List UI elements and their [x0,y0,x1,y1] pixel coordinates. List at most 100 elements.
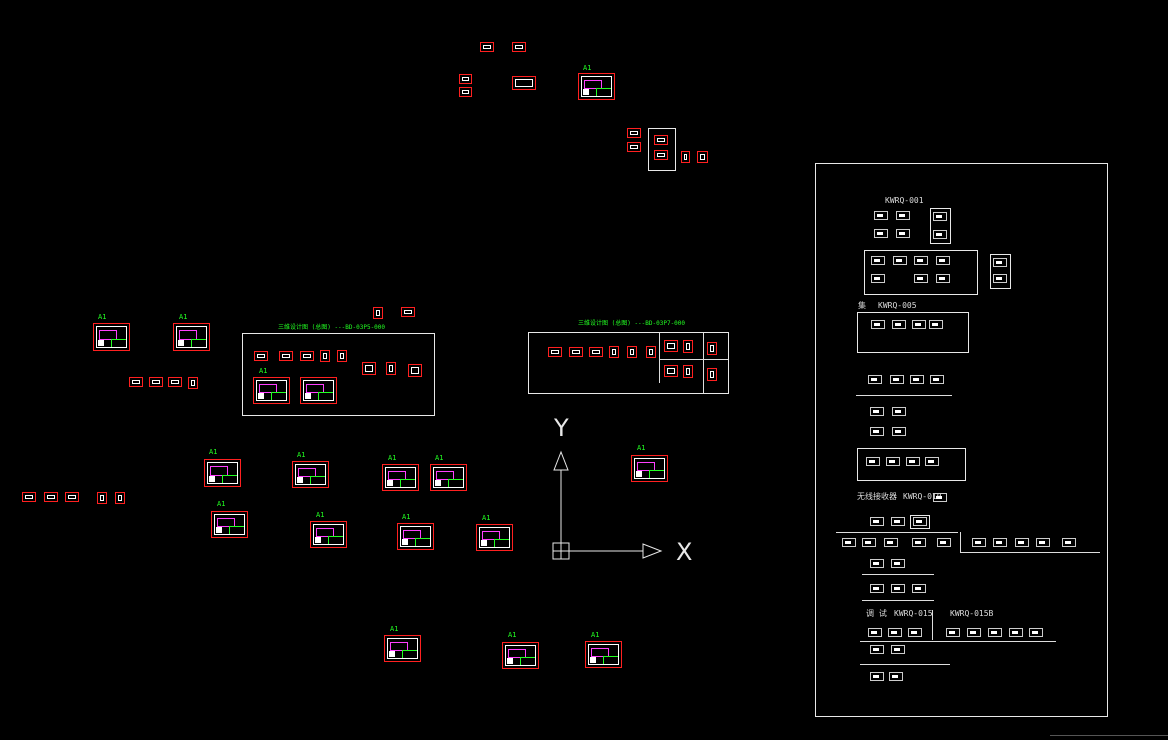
mini-sheet[interactable] [892,320,906,329]
mini-sheet[interactable] [842,538,856,547]
drawing-sheet[interactable] [204,459,241,487]
drawing-sheet[interactable] [253,377,290,404]
drawing-sheet[interactable] [65,492,79,502]
drawing-sheet[interactable] [459,87,472,97]
drawing-sheet[interactable] [548,347,562,357]
drawing-sheet[interactable] [480,42,494,52]
drawing-sheet[interactable] [627,346,637,358]
drawing-sheet[interactable] [115,492,125,504]
mini-sheet[interactable] [891,559,905,568]
drawing-sheet[interactable] [129,377,143,387]
drawing-sheet[interactable] [337,350,347,362]
mini-sheet[interactable] [914,256,928,265]
drawing-sheet[interactable] [22,492,36,502]
drawing-sheet[interactable] [386,362,396,375]
mini-sheet[interactable] [912,538,926,547]
drawing-sheet[interactable] [408,364,422,377]
drawing-sheet[interactable] [188,377,198,389]
drawing-sheet[interactable] [362,362,376,375]
mini-sheet[interactable] [870,407,884,416]
drawing-sheet[interactable] [578,73,615,100]
drawing-sheet[interactable] [384,635,421,662]
drawing-sheet[interactable] [373,307,383,319]
mini-sheet[interactable] [946,628,960,637]
mini-sheet[interactable] [893,256,907,265]
mini-sheet[interactable] [866,457,880,466]
drawing-sheet[interactable] [430,464,467,491]
mini-sheet[interactable] [868,628,882,637]
mini-sheet[interactable] [967,628,981,637]
drawing-sheet[interactable] [512,76,536,90]
mini-sheet[interactable] [891,517,905,526]
mini-sheet[interactable] [933,493,947,502]
mini-sheet[interactable] [892,407,906,416]
mini-sheet[interactable] [993,538,1007,547]
drawing-sheet[interactable] [664,340,678,352]
drawing-sheet[interactable] [654,135,668,145]
mini-sheet[interactable] [886,457,900,466]
mini-sheet[interactable] [1062,538,1076,547]
drawing-sheet[interactable] [149,377,163,387]
mini-sheet[interactable] [933,212,947,221]
drawing-sheet[interactable] [300,351,314,361]
drawing-sheet[interactable] [279,351,293,361]
mini-sheet[interactable] [874,229,888,238]
drawing-sheet[interactable] [173,323,210,351]
drawing-sheet[interactable] [609,346,619,358]
mini-sheet[interactable] [891,584,905,593]
mini-sheet[interactable] [874,211,888,220]
mini-sheet[interactable] [993,274,1007,283]
mini-sheet[interactable] [936,274,950,283]
drawing-sheet[interactable] [683,340,693,353]
drawing-sheet[interactable] [300,377,337,404]
mini-sheet[interactable] [1009,628,1023,637]
drawing-sheet[interactable] [168,377,182,387]
mini-sheet[interactable] [1015,538,1029,547]
mini-sheet[interactable] [908,628,922,637]
drawing-sheet[interactable] [585,641,622,668]
drawing-sheet[interactable] [397,523,434,550]
drawing-sheet[interactable] [44,492,58,502]
mini-sheet[interactable] [1029,628,1043,637]
mini-sheet[interactable] [892,427,906,436]
drawing-sheet[interactable] [97,492,107,504]
drawing-sheet[interactable] [512,42,526,52]
mini-sheet[interactable] [884,538,898,547]
drawing-sheet[interactable] [93,323,130,351]
mini-sheet[interactable] [888,628,902,637]
drawing-sheet[interactable] [707,342,717,355]
mini-sheet[interactable] [925,457,939,466]
mini-sheet[interactable] [862,538,876,547]
mini-sheet[interactable] [896,211,910,220]
drawing-sheet[interactable] [401,307,415,317]
drawing-sheet[interactable] [459,74,472,84]
right-drawing-frame[interactable] [815,163,1108,717]
mini-sheet[interactable] [933,230,947,239]
mini-sheet[interactable] [871,274,885,283]
drawing-sheet[interactable] [627,142,641,152]
mini-sheet[interactable] [936,256,950,265]
drawing-sheet[interactable] [502,642,539,669]
mini-sheet[interactable] [912,584,926,593]
drawing-sheet[interactable] [476,524,513,551]
mini-sheet[interactable] [896,229,910,238]
mini-sheet[interactable] [937,538,951,547]
drawing-sheet[interactable] [320,350,330,362]
mini-sheet[interactable] [988,628,1002,637]
mini-sheet[interactable] [889,672,903,681]
mini-sheet[interactable] [870,672,884,681]
drawing-sheet[interactable] [589,347,603,357]
mini-sheet[interactable] [870,645,884,654]
mini-sheet[interactable] [890,375,904,384]
drawing-sheet[interactable] [310,521,347,548]
mini-sheet[interactable] [870,517,884,526]
drawing-sheet[interactable] [631,455,668,482]
mini-sheet[interactable] [868,375,882,384]
drawing-sheet[interactable] [681,151,690,163]
mini-sheet[interactable] [913,517,927,526]
drawing-sheet[interactable] [211,511,248,538]
drawing-sheet[interactable] [292,461,329,488]
mini-sheet[interactable] [906,457,920,466]
drawing-sheet[interactable] [707,368,717,381]
drawing-sheet[interactable] [697,151,708,163]
